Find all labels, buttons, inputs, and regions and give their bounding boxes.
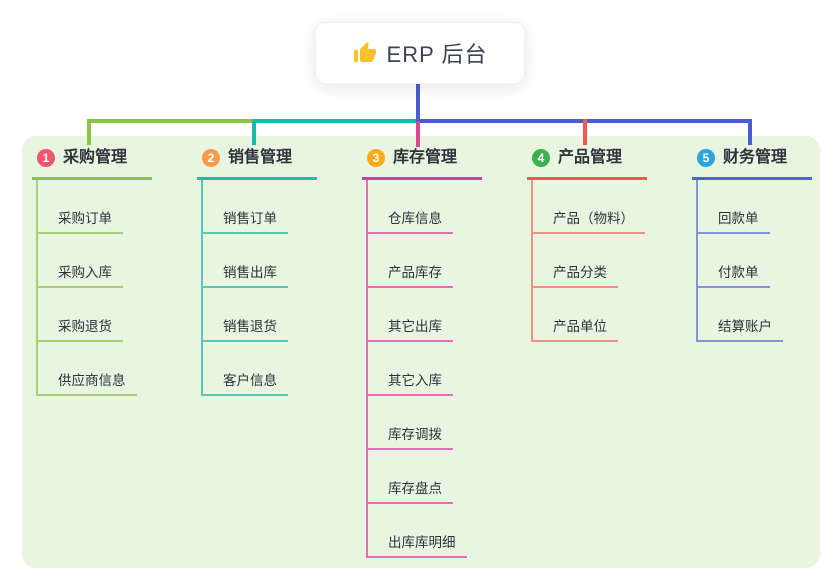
branch-title: 采购管理 — [63, 149, 128, 166]
item-label: 采购退货 — [58, 319, 112, 334]
connector-bus-teal — [252, 119, 418, 123]
branch-number-badge: 1 — [37, 149, 55, 167]
item-label: 其它入库 — [388, 373, 442, 388]
item-node[interactable]: 其它入库 — [368, 342, 453, 396]
branch-3: 3 库存管理仓库信息产品库存其它出库其它入库库存调拨库存盘点出库库明细 — [362, 146, 482, 558]
branch-1: 1 采购管理采购订单采购入库采购退货供应商信息 — [32, 146, 152, 396]
branch-header[interactable]: 5 财务管理 — [692, 146, 812, 180]
item-label: 供应商信息 — [58, 373, 126, 388]
item-label: 产品（物料） — [553, 211, 634, 226]
branch-header[interactable]: 4 产品管理 — [527, 146, 647, 180]
item-node[interactable]: 客户信息 — [203, 342, 288, 396]
item-label: 客户信息 — [223, 373, 277, 388]
item-node[interactable]: 采购退货 — [38, 288, 123, 342]
item-node[interactable]: 库存盘点 — [368, 450, 453, 504]
branch-title: 销售管理 — [228, 149, 293, 166]
branch-header[interactable]: 2 销售管理 — [197, 146, 317, 180]
item-node[interactable]: 付款单 — [698, 234, 770, 288]
item-node[interactable]: 销售订单 — [203, 180, 288, 234]
item-node[interactable]: 结算账户 — [698, 288, 783, 342]
item-label: 出库库明细 — [388, 535, 456, 550]
branch-number-badge: 4 — [532, 149, 550, 167]
branch-number-badge: 2 — [202, 149, 220, 167]
item-node[interactable]: 采购入库 — [38, 234, 123, 288]
branch-5: 5 财务管理回款单付款单结算账户 — [692, 146, 812, 342]
thumbs-up-icon — [353, 42, 376, 62]
branch-4: 4 产品管理产品（物料） 产品分类产品单位 — [527, 146, 647, 342]
item-node[interactable]: 产品分类 — [533, 234, 618, 288]
item-label: 产品单位 — [553, 319, 607, 334]
item-label: 产品分类 — [553, 265, 607, 280]
item-node[interactable]: 库存调拨 — [368, 396, 453, 450]
item-node[interactable]: 产品单位 — [533, 288, 618, 342]
item-node[interactable]: 供应商信息 — [38, 342, 137, 396]
item-label: 付款单 — [718, 265, 759, 280]
item-label: 产品库存 — [388, 265, 442, 280]
item-node[interactable]: 销售退货 — [203, 288, 288, 342]
item-label: 采购入库 — [58, 265, 112, 280]
item-label: 采购订单 — [58, 211, 112, 226]
connector-drop-2 — [252, 119, 256, 145]
connector-drop-3 — [416, 121, 420, 147]
branch-items: 产品（物料） 产品分类产品单位 — [531, 180, 647, 342]
connector-drop-5 — [748, 119, 752, 145]
root-title: ERP 后台 — [386, 42, 488, 67]
branch-items: 仓库信息产品库存其它出库其它入库库存调拨库存盘点出库库明细 — [366, 180, 482, 558]
root-node[interactable]: ERP 后台 — [315, 22, 525, 84]
branch-header[interactable]: 3 库存管理 — [362, 146, 482, 180]
connector-drop-4 — [583, 119, 587, 145]
connector-root-trunk — [416, 82, 420, 121]
branch-items: 采购订单采购入库采购退货供应商信息 — [36, 180, 152, 396]
item-node[interactable]: 销售出库 — [203, 234, 288, 288]
item-label: 销售出库 — [223, 265, 277, 280]
item-node[interactable]: 采购订单 — [38, 180, 123, 234]
item-label: 回款单 — [718, 211, 759, 226]
item-node[interactable]: 产品（物料） — [533, 180, 645, 234]
item-label: 库存调拨 — [388, 427, 442, 442]
branch-header[interactable]: 1 采购管理 — [32, 146, 152, 180]
branch-items: 回款单付款单结算账户 — [696, 180, 812, 342]
item-node[interactable]: 产品库存 — [368, 234, 453, 288]
branch-items: 销售订单销售出库销售退货客户信息 — [201, 180, 317, 396]
branch-title: 产品管理 — [558, 149, 623, 166]
item-node[interactable]: 仓库信息 — [368, 180, 453, 234]
item-label: 仓库信息 — [388, 211, 442, 226]
item-label: 销售退货 — [223, 319, 277, 334]
branch-number-badge: 5 — [697, 149, 715, 167]
item-node[interactable]: 其它出库 — [368, 288, 453, 342]
item-label: 其它出库 — [388, 319, 442, 334]
connector-bus-green — [87, 119, 254, 123]
item-label: 销售订单 — [223, 211, 277, 226]
item-node[interactable]: 出库库明细 — [368, 504, 467, 558]
branches-panel — [22, 136, 820, 568]
item-label: 库存盘点 — [388, 481, 442, 496]
branch-2: 2 销售管理销售订单销售出库销售退货客户信息 — [197, 146, 317, 396]
item-node[interactable]: 回款单 — [698, 180, 770, 234]
branch-number-badge: 3 — [367, 149, 385, 167]
item-label: 结算账户 — [718, 319, 772, 334]
connector-drop-1 — [87, 119, 91, 145]
branch-title: 库存管理 — [393, 149, 458, 166]
branch-title: 财务管理 — [723, 149, 788, 166]
